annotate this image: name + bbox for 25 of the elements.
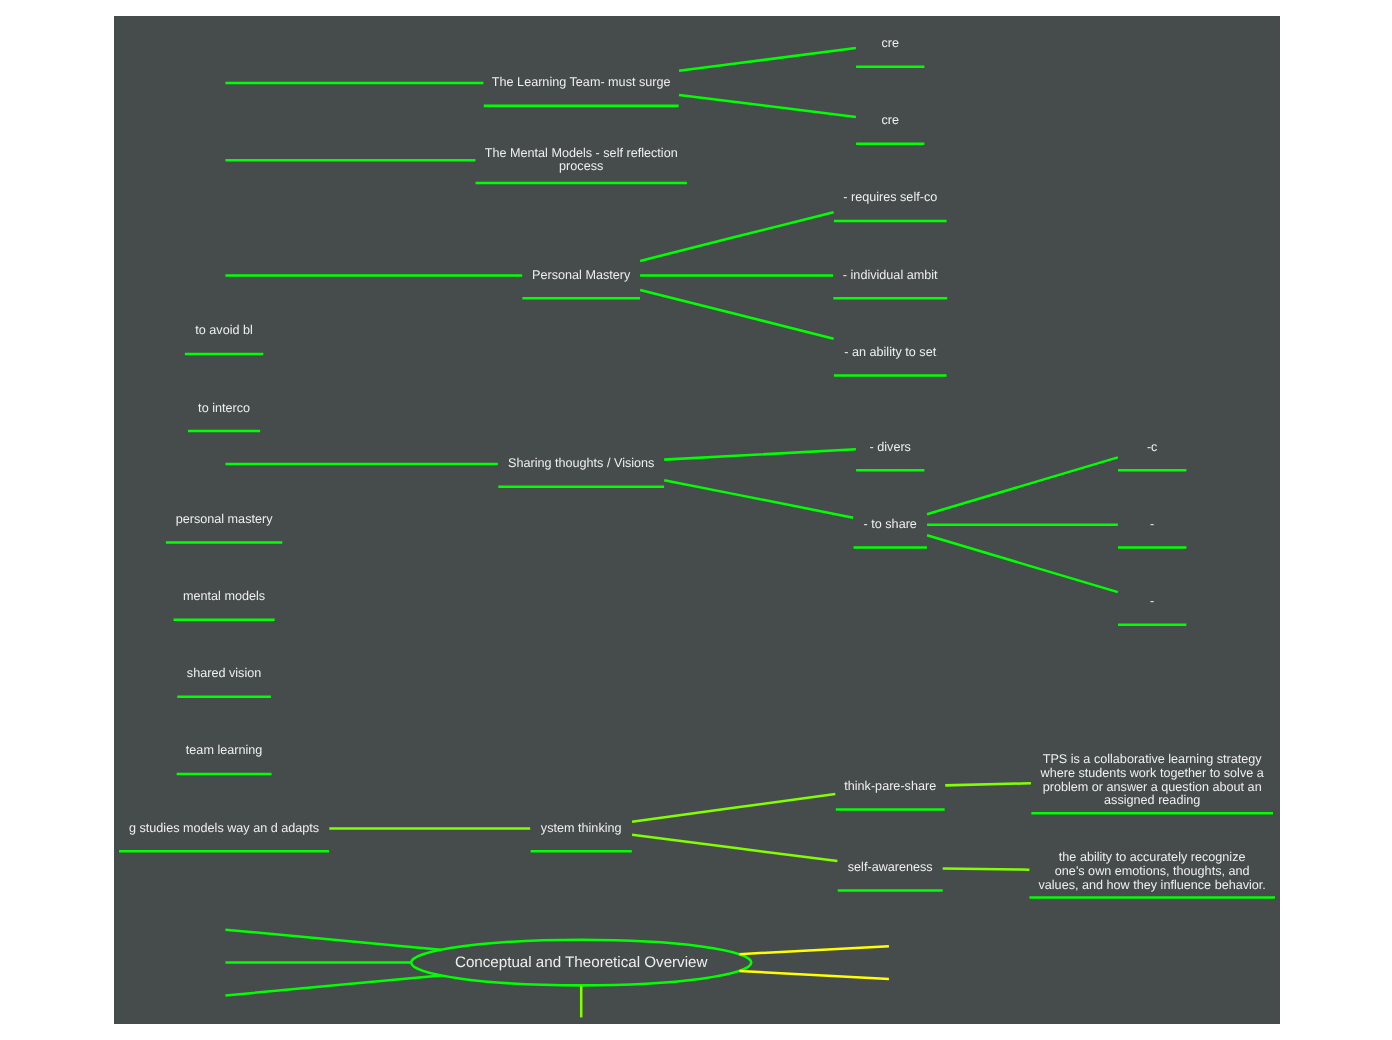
- connector: [630, 792, 835, 823]
- connector: [926, 523, 1117, 526]
- connector: [224, 274, 522, 277]
- connector: [224, 81, 483, 85]
- connector: [663, 448, 855, 461]
- connector: [677, 93, 855, 119]
- connector: [328, 827, 530, 830]
- connector: [662, 478, 853, 519]
- connector: [224, 928, 441, 951]
- connector: [224, 961, 410, 964]
- connector: [738, 969, 888, 981]
- connector: [630, 833, 837, 863]
- connector: [224, 974, 441, 997]
- connector: [224, 159, 475, 162]
- connector: [944, 782, 1030, 787]
- connector: [224, 462, 497, 466]
- connector: [578, 985, 582, 1018]
- connector: [638, 210, 833, 263]
- connector: [677, 46, 855, 72]
- connector: [925, 456, 1118, 516]
- connector: [925, 534, 1118, 594]
- connector: [639, 274, 833, 277]
- connector: [738, 944, 888, 956]
- connector: [638, 288, 833, 340]
- connector: [941, 867, 1029, 871]
